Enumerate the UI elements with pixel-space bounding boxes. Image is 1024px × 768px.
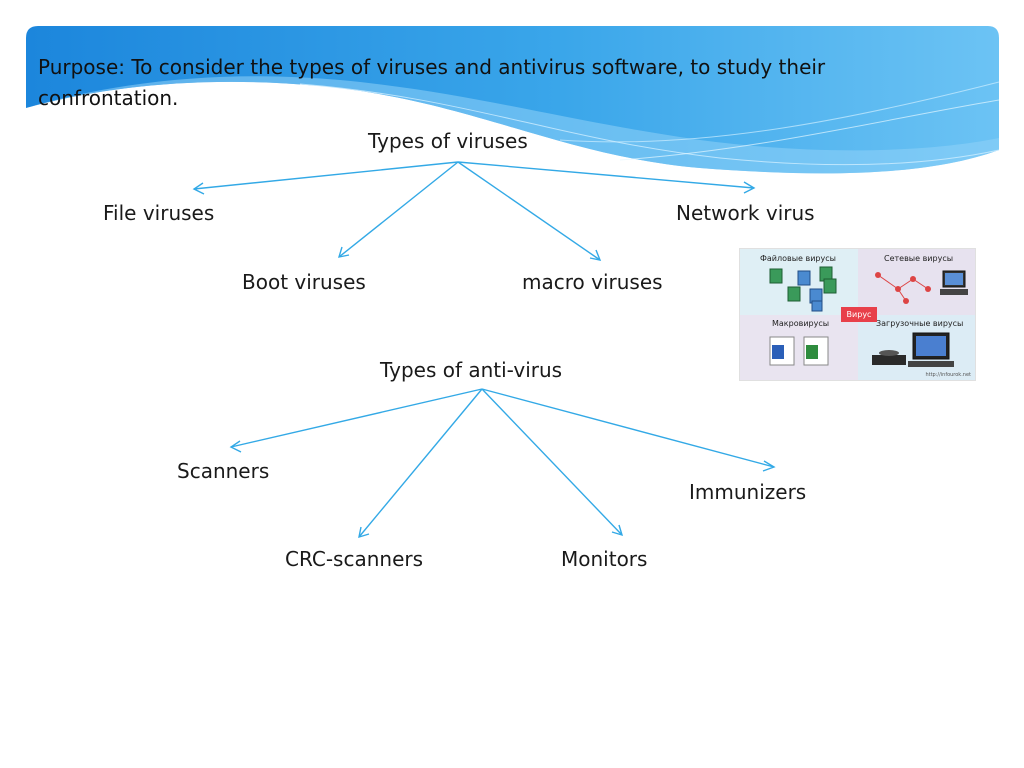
file-viruses-panel: Файловые вирусы xyxy=(740,249,858,315)
boot-viruses-panel: Загрузочные вирусы http://infourok.net xyxy=(858,315,975,380)
virus-badge: Вирус xyxy=(841,307,877,322)
header-wave-line-1 xyxy=(299,83,1000,166)
office-documents-icon xyxy=(769,336,829,366)
types-of-viruses-label: Types of viruses xyxy=(368,129,528,153)
macro-viruses-caption: Макровирусы xyxy=(772,319,830,328)
network-diagram-icon xyxy=(875,270,968,304)
arrow-to-file-viruses xyxy=(192,161,459,195)
network-virus-label: Network virus xyxy=(676,201,815,225)
header-wave-background xyxy=(26,26,1000,174)
crc-scanners-label: CRC-scanners xyxy=(285,547,424,571)
arrow-to-crc-scanners xyxy=(358,388,483,539)
scanners-label: Scanners xyxy=(177,459,270,483)
computer-and-disk-icon xyxy=(872,332,954,367)
arrow-to-monitors xyxy=(481,388,624,537)
immunizers-label: Immunizers xyxy=(689,480,807,504)
macro-viruses-label: macro viruses xyxy=(522,270,663,294)
file-icons-cluster xyxy=(769,266,837,312)
macro-viruses-panel: Макровирусы xyxy=(740,315,858,380)
types-of-anti-virus-label: Types of anti-virus xyxy=(380,358,563,382)
arrow-to-network-virus xyxy=(457,161,756,194)
header-wave-line-3 xyxy=(619,99,1000,161)
virus-types-illustration: Файловые вирусы Сетевые вирусы xyxy=(739,248,976,381)
boot-viruses-label: Boot viruses xyxy=(242,270,366,294)
arrow-to-immunizers xyxy=(481,388,776,472)
file-viruses-label: File viruses xyxy=(103,201,215,225)
network-viruses-caption: Сетевые вирусы xyxy=(884,254,954,263)
header-wave-highlight xyxy=(26,76,999,174)
boot-viruses-caption: Загрузочные вирусы xyxy=(876,319,964,328)
image-source-caption: http://infourok.net xyxy=(925,372,971,378)
file-viruses-caption: Файловые вирусы xyxy=(760,254,836,263)
header-wave-shape xyxy=(26,26,999,174)
arrow-to-scanners xyxy=(229,388,483,453)
monitors-label: Monitors xyxy=(561,547,648,571)
arrow-to-boot-viruses xyxy=(337,161,459,258)
header-wave-line-2 xyxy=(559,81,1000,143)
purpose-text: Purpose: To consider the types of viruse… xyxy=(38,55,826,110)
network-viruses-panel: Сетевые вирусы xyxy=(858,249,975,315)
arrow-to-macro-viruses xyxy=(457,161,602,261)
